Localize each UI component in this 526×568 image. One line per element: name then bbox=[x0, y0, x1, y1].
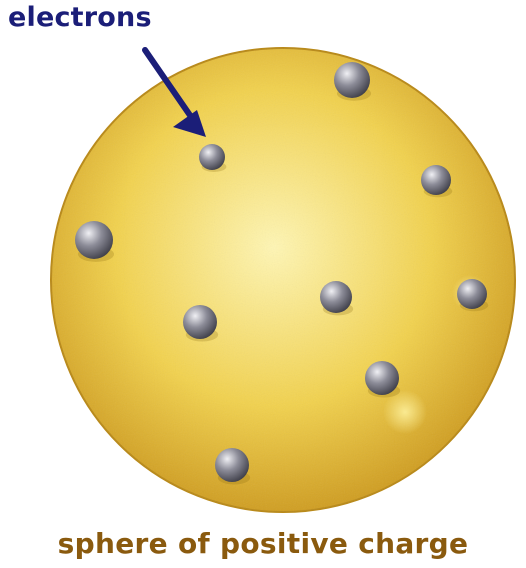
electron bbox=[215, 448, 249, 482]
electron bbox=[199, 144, 225, 170]
sphere-texture bbox=[50, 47, 516, 513]
electron bbox=[421, 165, 451, 195]
sphere-of-positive-charge-label: sphere of positive charge bbox=[0, 527, 526, 560]
electron bbox=[320, 281, 352, 313]
electrons-label: electrons bbox=[8, 2, 152, 33]
electron bbox=[334, 62, 370, 98]
electron bbox=[75, 221, 113, 259]
electron bbox=[183, 305, 217, 339]
electron bbox=[365, 361, 399, 395]
electron bbox=[457, 279, 487, 309]
